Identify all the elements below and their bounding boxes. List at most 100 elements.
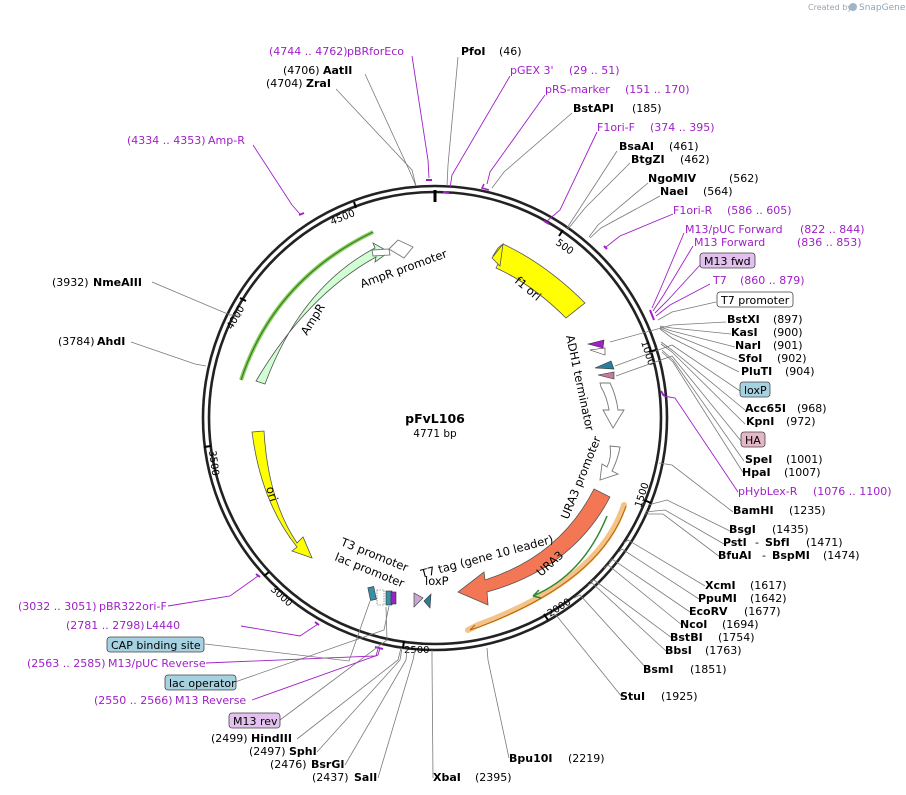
- leader-pbr322orif: [167, 575, 259, 607]
- site-nari-name[interactable]: NarI: [735, 339, 761, 352]
- m13-fwd-feature-box[interactable]: [699, 252, 756, 269]
- leader-ahdi: [130, 341, 207, 367]
- site-btgzi-name[interactable]: BtgZI: [631, 153, 665, 166]
- ha-feature-box[interactable]: [740, 431, 766, 448]
- loxp-feature-box[interactable]: [739, 381, 771, 398]
- m13-fwd-feature-label: M13 fwd: [704, 255, 751, 268]
- site-acc65i-pos: (968): [797, 402, 827, 415]
- site-bsgi-name[interactable]: BsgI: [729, 523, 756, 536]
- leader-ampr-primer: [252, 144, 301, 215]
- site-ngomiv-name[interactable]: NgoMIV: [648, 172, 697, 185]
- primer-m13pucrev-name[interactable]: M13/pUC Reverse: [108, 657, 206, 670]
- primer-ampr-name[interactable]: Amp-R: [208, 134, 245, 147]
- site-xcmi-name[interactable]: XcmI: [705, 579, 736, 592]
- site-kpni-name[interactable]: KpnI: [746, 415, 774, 428]
- site-nmeaiii-pos: (3932): [52, 276, 89, 289]
- site-hindiii-name[interactable]: HindIII: [251, 732, 292, 745]
- primer-t7-range[interactable]: (860 .. 879): [740, 274, 805, 287]
- primer-m13rev-name[interactable]: M13 Reverse: [175, 694, 246, 707]
- primer-prsmarker-name[interactable]: pRS-marker: [545, 83, 610, 96]
- site-ncoi-name[interactable]: NcoI: [680, 618, 707, 631]
- primer-prsmarker-range[interactable]: (151 .. 170): [625, 83, 690, 96]
- site-bbsi-name[interactable]: BbsI: [665, 644, 692, 657]
- site-kasi-pos: (900): [773, 326, 803, 339]
- site-naei-name[interactable]: NaeI: [660, 185, 688, 198]
- leader-sfoi: [659, 327, 738, 361]
- ura3-orf-outline: [469, 505, 627, 631]
- primer-f1orif-name[interactable]: F1ori-F: [597, 121, 635, 134]
- site-bpu10i-name[interactable]: Bpu10I: [509, 752, 553, 765]
- site-psti-name[interactable]: PstI: [723, 536, 747, 549]
- ha-feature-label: HA: [745, 434, 761, 447]
- site-kasi-name[interactable]: KasI: [731, 326, 758, 339]
- primer-phyblexr-range[interactable]: (1076 .. 1100): [813, 485, 892, 498]
- primer-pgex3-name[interactable]: pGEX 3': [510, 64, 554, 77]
- site-bspmi-name[interactable]: BspMI: [772, 549, 810, 562]
- primer-l4440-range[interactable]: (2781 .. 2798): [66, 619, 145, 632]
- site-bstbi-name[interactable]: BstBI: [670, 631, 703, 644]
- leader-bstapi: [491, 112, 573, 189]
- site-bfuai-pos: (1474): [823, 549, 860, 562]
- primer-pbrforeco-name[interactable]: pBRforEco: [347, 45, 404, 58]
- primer-pgex3-range[interactable]: (29 .. 51): [569, 64, 620, 77]
- site-bsrgi-name[interactable]: BsrGI: [311, 758, 344, 771]
- loxp-inner-arrow: [423, 593, 432, 609]
- primer-pbr322orif-range[interactable]: (3032 .. 3051): [18, 600, 97, 613]
- lac-operator-feature-box[interactable]: [164, 674, 237, 691]
- site-aatii-name[interactable]: AatII: [323, 64, 352, 77]
- site-pfoi-name[interactable]: PfoI: [461, 45, 486, 58]
- primer-ampr-range[interactable]: (4334 .. 4353): [127, 134, 206, 147]
- primer-pbr322orif-name[interactable]: pBR322ori-F: [99, 600, 167, 613]
- tick-label-3000: 3000: [268, 584, 294, 609]
- m13-rev-feature-box[interactable]: [228, 712, 281, 729]
- primer-f1orif-range[interactable]: (374 .. 395): [650, 121, 715, 134]
- primer-f1orir-name[interactable]: F1ori-R: [673, 204, 713, 217]
- primer-m13fwd-range[interactable]: (836 .. 853): [797, 236, 862, 249]
- site-xbai-name[interactable]: XbaI: [433, 771, 461, 784]
- site-bfuai-name[interactable]: BfuAI: [718, 549, 752, 562]
- site-sbfi-name[interactable]: SbfI: [765, 536, 790, 549]
- primer-m13pucfwd-range[interactable]: (822 .. 844): [800, 223, 865, 236]
- site-spei-name[interactable]: SpeI: [745, 453, 772, 466]
- primer-f1orir-range[interactable]: (586 .. 605): [727, 204, 792, 217]
- site-hpai-name[interactable]: HpaI: [742, 466, 771, 479]
- site-sphi-name[interactable]: SphI: [289, 745, 317, 758]
- cap-binding-site-feature-box[interactable]: [106, 636, 205, 653]
- primer-m13pucrev-range[interactable]: (2563 .. 2585): [27, 657, 106, 670]
- leader-ha-box: [615, 355, 742, 442]
- site-ahdi-name[interactable]: AhdI: [97, 335, 125, 348]
- leader-m13pucrev: [205, 648, 379, 664]
- site-bstapi-name[interactable]: BstAPI: [573, 102, 614, 115]
- site-bamhi-name[interactable]: BamHI: [733, 504, 774, 517]
- ha-arrow: [597, 371, 615, 380]
- site-ppumi-name[interactable]: PpuMI: [698, 592, 737, 605]
- site-nmeaiii-name[interactable]: NmeAIII: [93, 276, 142, 289]
- primer-l4440-name[interactable]: L4440: [146, 619, 180, 632]
- primer-t7-name[interactable]: T7: [712, 274, 727, 287]
- site-stui-name[interactable]: StuI: [620, 690, 645, 703]
- site-bsmi-name[interactable]: BsmI: [643, 663, 674, 676]
- primer-m13pucfwd-name[interactable]: M13/pUC Forward: [685, 223, 783, 236]
- site-sali-name[interactable]: SalI: [354, 771, 377, 784]
- ura3-promoter-arrow: [599, 445, 621, 481]
- site-acc65i-name[interactable]: Acc65I: [745, 402, 786, 415]
- site-zrai-name[interactable]: ZraI: [306, 77, 331, 90]
- leader-ecorv: [608, 558, 691, 613]
- primer-m13rev-range[interactable]: (2550 .. 2566): [94, 694, 173, 707]
- site-bstxi-name[interactable]: BstXI: [727, 313, 760, 326]
- site-sfoi-name[interactable]: SfoI: [738, 352, 762, 365]
- site-bsaai-pos: (461): [669, 140, 699, 153]
- leader-kasi: [659, 325, 732, 335]
- primer-pbrforeco-range[interactable]: (4744 .. 4762): [269, 45, 348, 58]
- site-ppumi-pos: (1642): [750, 592, 787, 605]
- lac-operator-feature-label: lac operator: [169, 677, 236, 690]
- site-ncoi-pos: (1694): [722, 618, 759, 631]
- site-bsaai-name[interactable]: BsaAI: [619, 140, 654, 153]
- site-ecorv-name[interactable]: EcoRV: [689, 605, 728, 618]
- t7-promoter-feature-box[interactable]: [716, 291, 794, 308]
- site-pluti-name[interactable]: PluTI: [741, 365, 772, 378]
- primer-phyblexr-name[interactable]: pHybLex-R: [738, 485, 798, 498]
- site-zrai-pos: (4704): [266, 77, 303, 90]
- primer-m13fwd-name[interactable]: M13 Forward: [694, 236, 765, 249]
- site-bsrgi-pos: (2476): [270, 758, 307, 771]
